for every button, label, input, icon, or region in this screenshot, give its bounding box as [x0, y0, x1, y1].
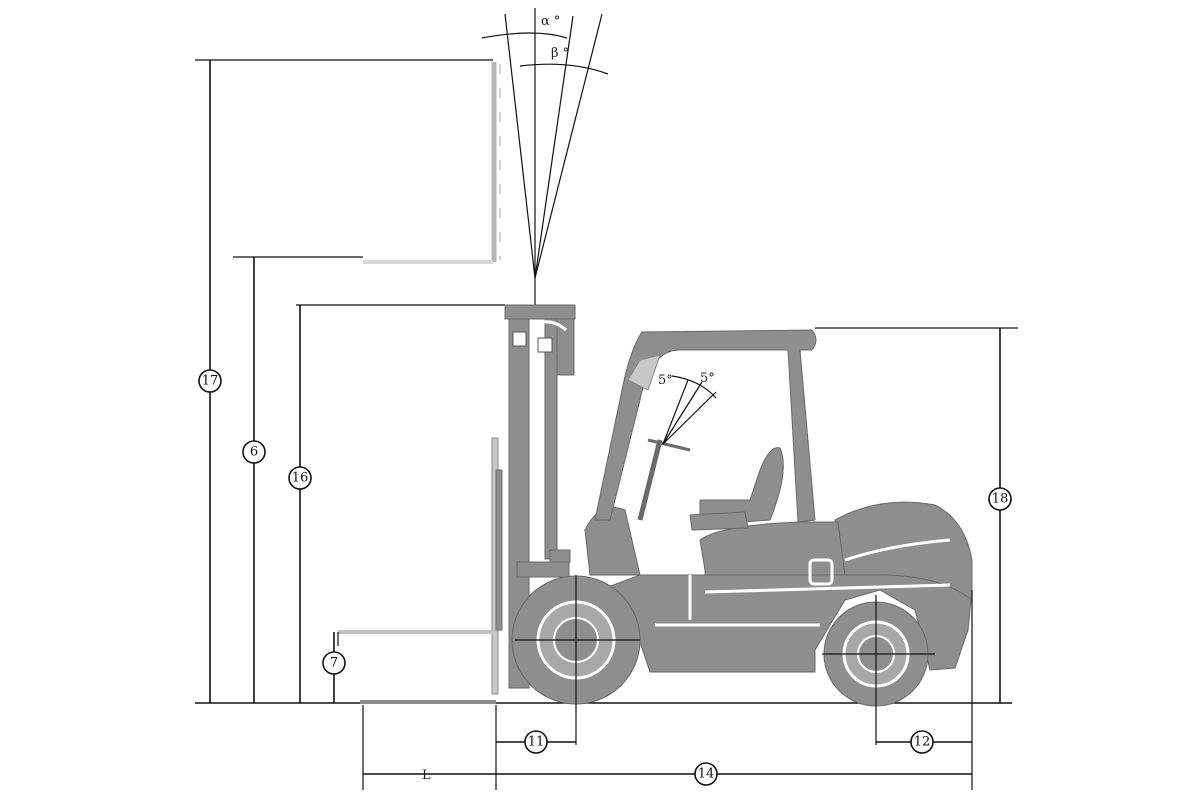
axle-centerlines: [515, 575, 935, 745]
fork: [337, 630, 496, 704]
dimension-17: 17: [198, 60, 222, 703]
svg-text:17: 17: [202, 374, 219, 389]
svg-text:16: 16: [292, 471, 309, 486]
dimension-11: 11: [495, 705, 576, 790]
dimension-18: 18: [988, 328, 1012, 703]
steering-tilt-angles: 5° 5°: [658, 371, 717, 445]
forklift-body: [547, 329, 973, 673]
mast: [504, 304, 576, 689]
svg-text:12: 12: [914, 735, 931, 750]
svg-text:18: 18: [992, 492, 1009, 507]
svg-text:14: 14: [698, 767, 715, 782]
svg-text:11: 11: [528, 735, 545, 750]
dimension-16: 16: [288, 305, 312, 703]
svg-text:7: 7: [330, 656, 338, 671]
dimension-14: 14: [496, 762, 972, 786]
alpha-angle-label: α °: [541, 14, 560, 29]
raised-load-outline: [195, 59, 501, 264]
dimension-12: 12: [876, 590, 973, 790]
dimension-6: 6: [242, 257, 266, 703]
steer-tilt-right-label: 5°: [700, 371, 715, 386]
beta-angle-label: β °: [551, 46, 569, 61]
svg-text:L: L: [422, 768, 431, 783]
steer-tilt-left-label: 5°: [658, 373, 673, 388]
svg-text:6: 6: [250, 445, 258, 460]
dimension-L: L: [362, 705, 496, 790]
dimension-7: 7: [322, 632, 346, 703]
fork-carriage: [491, 437, 503, 695]
